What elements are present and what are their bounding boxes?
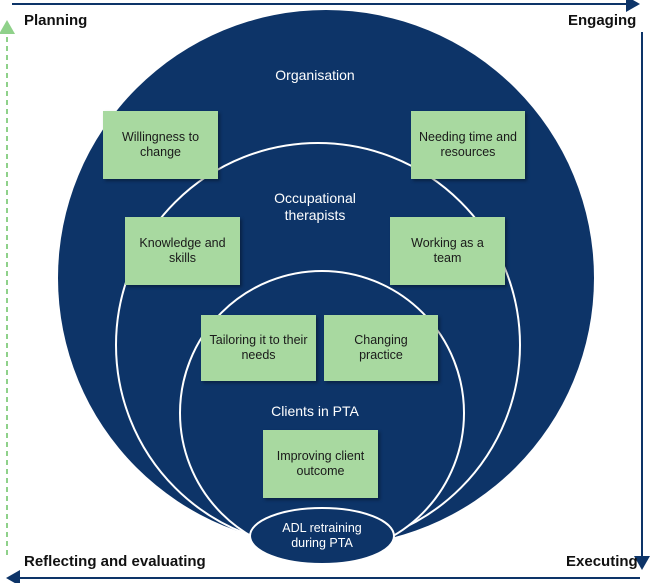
box-needing-time-line1: Needing time and <box>419 130 517 144</box>
box-team-line1: Working as a <box>411 236 484 250</box>
ring-label-occupational-line1: Occupational <box>274 190 356 206</box>
box-willingness-line2: change <box>139 145 181 159</box>
center-label-line1: ADL retraining <box>282 521 362 535</box>
box-outcome-line2: outcome <box>296 464 345 478</box>
ring-label-organisation: Organisation <box>275 67 355 83</box>
ring-label-clients: Clients in PTA <box>271 403 359 419</box>
corner-label-planning: Planning <box>24 12 88 29</box>
corner-label-engaging: Engaging <box>568 12 637 29</box>
box-needing-time-line2: resources <box>440 145 496 159</box>
corner-label-reflecting: Reflecting and evaluating <box>24 553 206 570</box>
box-knowledge-line1: Knowledge and <box>139 236 226 250</box>
box-outcome-line1: Improving client <box>276 449 365 463</box>
box-willingness-line1: Willingness to <box>121 130 200 144</box>
ring-label-occupational-therapists: Occupational therapists <box>240 190 390 224</box>
box-tailoring-line2: needs <box>241 348 276 362</box>
box-team-line2: team <box>433 251 462 265</box>
center-ellipse <box>249 507 395 565</box>
ring-label-occupational-line2: therapists <box>284 207 346 223</box>
box-tailoring-line1: Tailoring it to their <box>209 333 308 347</box>
box-knowledge-line2: skills <box>168 251 197 265</box>
corner-label-executing: Executing <box>566 553 638 570</box>
center-label-line2: during PTA <box>291 536 353 550</box>
box-changing-practice: Changing practice <box>324 315 438 381</box>
